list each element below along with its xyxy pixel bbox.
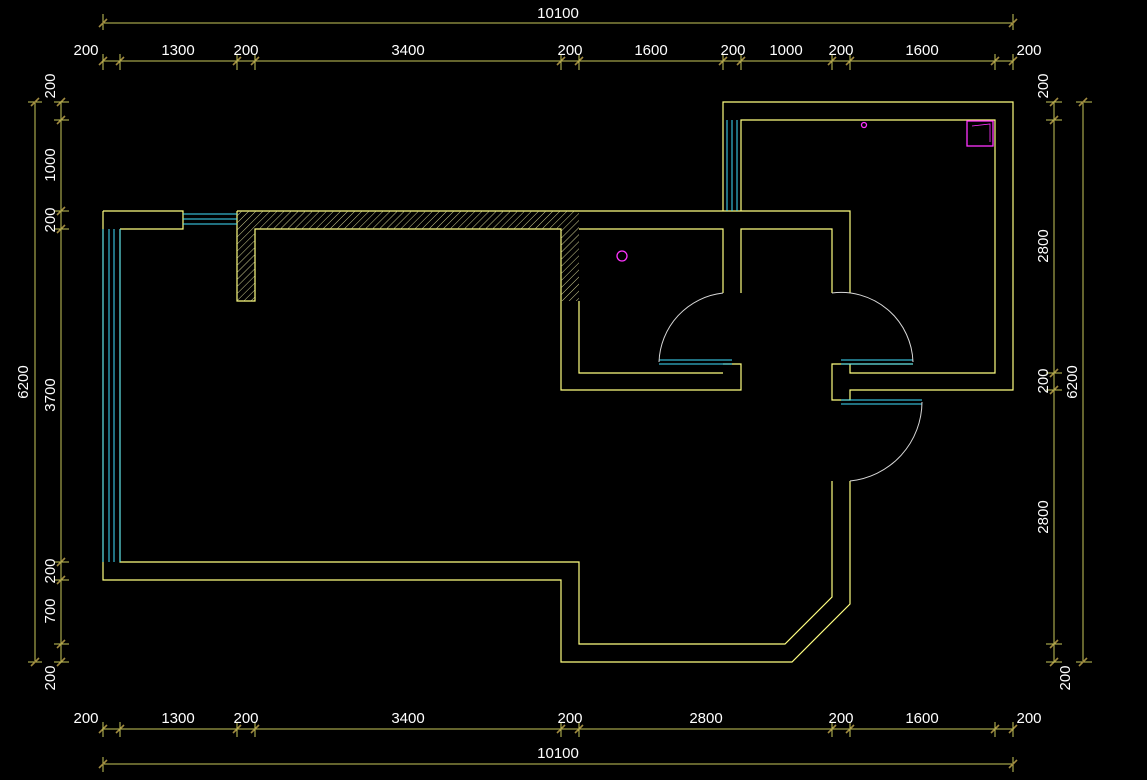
windows	[102, 120, 922, 562]
dim-top-seg: 200	[233, 42, 258, 59]
dimension-tick	[98, 759, 108, 769]
dim-bottom-total: 10100	[537, 745, 579, 762]
dim-bottom-seg: 200	[233, 710, 258, 727]
dimension-tick	[30, 97, 40, 107]
hatched-wall-right	[561, 229, 579, 301]
dim-left-seg: 200	[42, 665, 59, 690]
right-room-outer	[722, 101, 1014, 401]
dim-bottom-seg: 1600	[905, 710, 938, 727]
dimension-tick	[30, 657, 40, 667]
dimension-tick	[1008, 18, 1018, 28]
dim-top-seg: 1000	[769, 42, 802, 59]
dim-bottom-seg: 1300	[161, 710, 194, 727]
window-left	[102, 229, 121, 562]
dim-bottom-seg: 200	[557, 710, 582, 727]
dim-bottom-seg: 3400	[391, 710, 424, 727]
dim-bottom-seg: 200	[1016, 710, 1041, 727]
dim-left-seg: 200	[42, 558, 59, 583]
dim-top-seg: 200	[828, 42, 853, 59]
dimension-tick	[1078, 657, 1088, 667]
dim-left-seg: 1000	[42, 148, 59, 181]
hatched-wall-stub	[237, 229, 255, 301]
dim-top-total: 10100	[537, 5, 579, 22]
dim-top-seg: 200	[720, 42, 745, 59]
dim-right-total: 6200	[1064, 365, 1081, 398]
shower-tray-icon	[966, 120, 994, 147]
dim-bottom-seg: 200	[828, 710, 853, 727]
door-arc-lower	[849, 401, 923, 482]
dim-left-seg: 3700	[42, 378, 59, 411]
door-arc-left	[658, 292, 724, 363]
window-right-room	[726, 120, 738, 211]
main-room-outer-wall	[102, 211, 851, 663]
dim-left-seg: 200	[42, 207, 59, 232]
door-leaf-lower	[841, 399, 922, 405]
dim-top-seg: 200	[73, 42, 98, 59]
hatched-wall-top	[237, 211, 579, 229]
dim-top-seg: 200	[1016, 42, 1041, 59]
fixtures	[616, 120, 994, 262]
left-top-wall-stub	[103, 210, 184, 230]
dimension-tick	[1078, 97, 1088, 107]
dim-top-seg: 1600	[634, 42, 667, 59]
dim-bottom-seg: 2800	[689, 710, 722, 727]
door-leaf-left	[659, 359, 732, 365]
partition-right	[740, 228, 833, 293]
dimension-tick	[98, 18, 108, 28]
dim-left-seg: 700	[42, 598, 59, 623]
dim-top-seg: 200	[557, 42, 582, 59]
dim-right-seg: 2800	[1035, 500, 1052, 533]
dim-bottom-seg: 200	[73, 710, 98, 727]
right-room-inner	[740, 119, 996, 374]
dimension-ticks	[30, 18, 1088, 769]
dim-right-seg: 2800	[1035, 229, 1052, 262]
small-drain-icon	[860, 121, 868, 129]
dim-right-seg: 200	[1035, 73, 1052, 98]
dimension-tick	[1008, 759, 1018, 769]
door-arc-right	[831, 291, 914, 363]
door-leaf-right	[841, 359, 913, 365]
dim-top-seg: 3400	[391, 42, 424, 59]
window-top-left	[183, 213, 237, 225]
room2-inner	[579, 228, 724, 293]
room2-bottom	[578, 301, 723, 374]
dim-right-seg: 200	[1035, 368, 1052, 393]
dim-left-total: 6200	[15, 365, 32, 398]
shower-tray-detail	[971, 123, 991, 142]
dim-left-seg: 200	[42, 73, 59, 98]
dim-top-seg: 1300	[161, 42, 194, 59]
door-arcs	[658, 291, 923, 482]
dim-top-seg: 1600	[905, 42, 938, 59]
dim-right-seg: 200	[1057, 665, 1074, 690]
floor-drain-icon	[616, 250, 628, 262]
dimension-labels: 10100 200 1300 200 3400 200 1600 200 100…	[15, 5, 1081, 762]
